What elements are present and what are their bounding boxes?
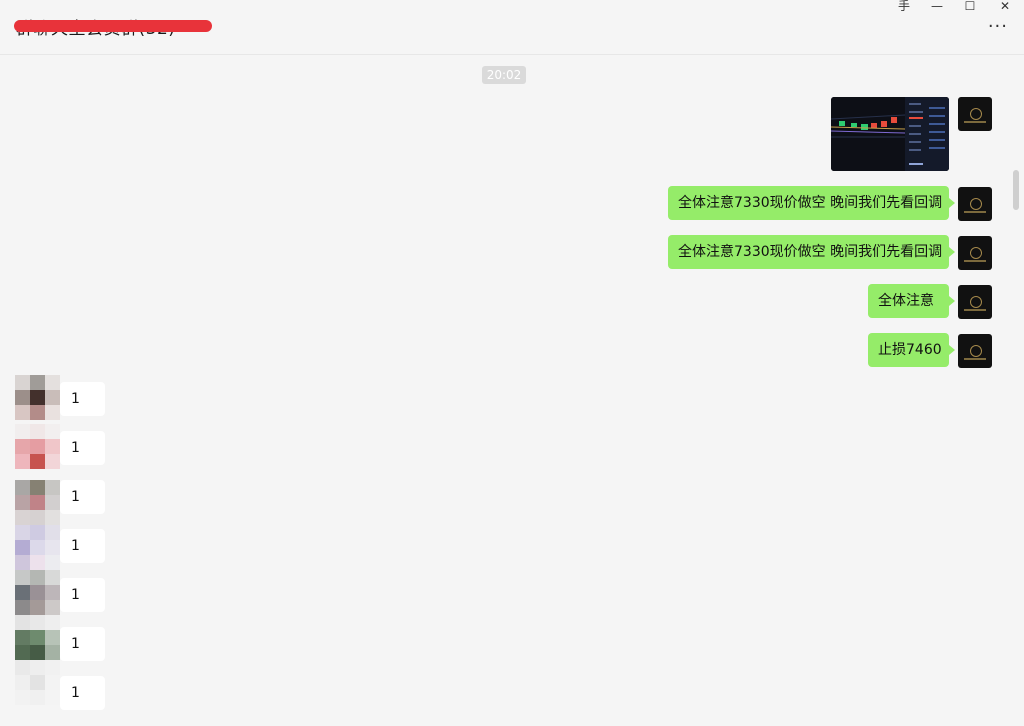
minimize-icon[interactable]: —: [931, 0, 943, 13]
my-avatar[interactable]: [958, 334, 992, 368]
received-message[interactable]: 1: [60, 431, 105, 465]
sender-avatar[interactable]: [15, 525, 60, 570]
chat-header: 群聊天室会员群(32) ⼿ — ☐ ✕ ···: [0, 0, 1024, 55]
my-avatar[interactable]: [958, 187, 992, 221]
sender-avatar[interactable]: [15, 424, 60, 469]
sender-avatar[interactable]: [15, 660, 60, 705]
my-avatar[interactable]: [958, 285, 992, 319]
sender-avatar[interactable]: [15, 375, 60, 420]
chart-screenshot-icon: [831, 97, 949, 171]
my-avatar[interactable]: [958, 97, 992, 131]
redaction-bar: [14, 20, 212, 32]
received-message[interactable]: 1: [60, 529, 105, 563]
close-icon[interactable]: ✕: [999, 0, 1011, 13]
my-avatar[interactable]: [958, 236, 992, 270]
pin-icon[interactable]: ⼿: [897, 0, 910, 13]
image-message[interactable]: [831, 97, 949, 171]
maximize-icon[interactable]: ☐: [964, 0, 976, 13]
received-message[interactable]: 1: [60, 627, 105, 661]
sent-message-3[interactable]: 全体注意: [868, 284, 955, 318]
sender-avatar[interactable]: [15, 480, 60, 525]
received-message[interactable]: 1: [60, 480, 105, 514]
received-message[interactable]: 1: [60, 382, 105, 416]
received-message[interactable]: 1: [60, 676, 105, 710]
sender-avatar[interactable]: [15, 570, 60, 615]
received-message[interactable]: 1: [60, 578, 105, 612]
message-timestamp: 20:02: [482, 66, 526, 84]
sent-message-4[interactable]: 止损7460: [868, 333, 955, 367]
sent-message-2[interactable]: 全体注意7330现价做空 晚间我们先看回调: [668, 235, 955, 269]
sent-message-1[interactable]: 全体注意7330现价做空 晚间我们先看回调: [668, 186, 955, 220]
chat-scrollbar[interactable]: [1013, 170, 1019, 210]
more-options-button[interactable]: ···: [987, 16, 1008, 37]
sender-avatar[interactable]: [15, 615, 60, 660]
